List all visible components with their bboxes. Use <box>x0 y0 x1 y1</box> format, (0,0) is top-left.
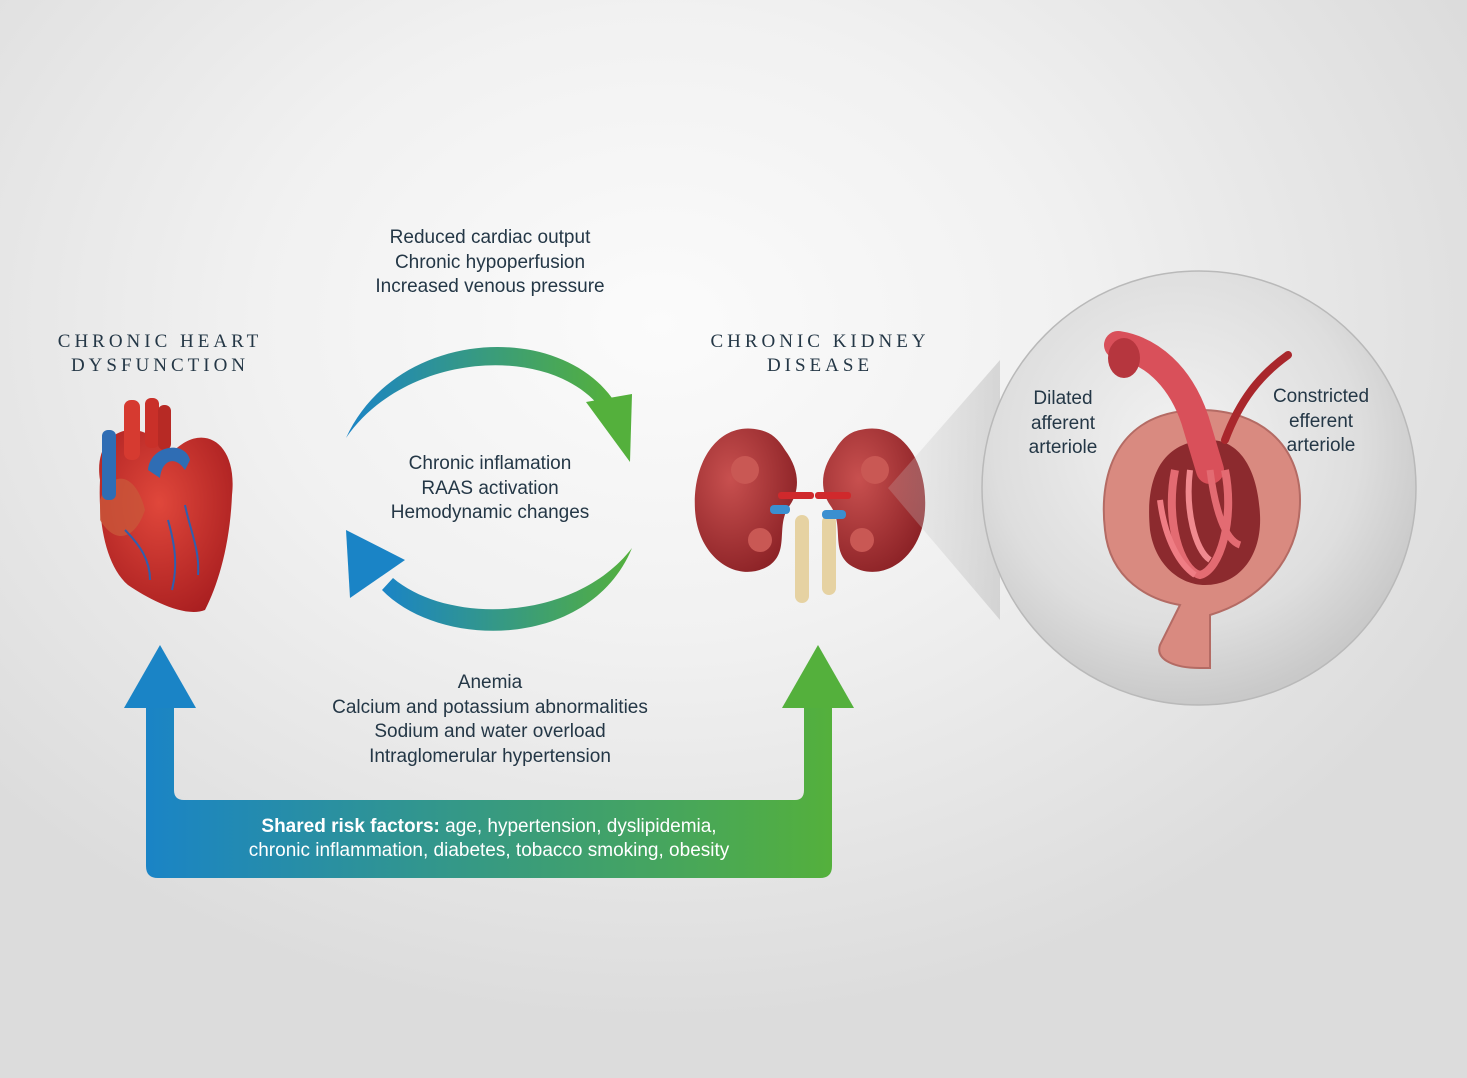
kidney-title-line1: CHRONIC KIDNEY <box>710 331 930 352</box>
top-effect-item: Increased venous pressure <box>375 276 605 297</box>
shared-risk-line1: age, hypertension, dyslipidemia, <box>439 816 717 837</box>
efferent-label-line: arteriole <box>1286 435 1356 456</box>
bottom-cycle-arrow <box>346 530 632 631</box>
shared-risk-label: Shared risk factors: <box>261 816 440 837</box>
heart-title-line2: DYSFUNCTION <box>70 355 250 376</box>
bottom-effects: Anemia Calcium and potassium abnormaliti… <box>300 671 680 769</box>
center-effect-item: RAAS activation <box>421 477 559 499</box>
heart-title: CHRONIC HEART DYSFUNCTION <box>40 330 280 378</box>
shared-risk-line2: chronic inflammation, diabetes, tobacco … <box>248 840 730 861</box>
kidney-title-line2: DISEASE <box>766 355 874 376</box>
center-effects: Chronic inflamation RAAS activation Hemo… <box>350 452 630 526</box>
efferent-label-line: efferent <box>1288 410 1354 432</box>
bottom-effect-item: Calcium and potassium abnormalities <box>332 696 648 718</box>
afferent-label: Dilated afferent arteriole <box>1010 387 1116 461</box>
top-cycle-arrow <box>346 346 632 462</box>
bottom-effect-item: Intraglomerular hypertension <box>369 745 611 767</box>
heart-illustration <box>99 398 233 612</box>
heart-title-line1: CHRONIC HEART <box>57 331 263 352</box>
bottom-effect-item: Anemia <box>457 672 523 693</box>
top-effects: Reduced cardiac output Chronic hypoperfu… <box>330 226 650 300</box>
glomerulus-illustration <box>1102 331 1302 669</box>
bottom-effect-item: Sodium and water overload <box>374 721 606 742</box>
shared-risk-text: Shared risk factors: age, hypertension, … <box>174 815 804 863</box>
afferent-label-line: afferent <box>1030 412 1096 434</box>
efferent-label-line: Constricted <box>1272 386 1370 407</box>
shared-risk-arrow <box>124 645 854 878</box>
center-effect-item: Hemodynamic changes <box>390 502 590 523</box>
top-effect-item: Chronic hypoperfusion <box>394 251 586 273</box>
kidneys-illustration <box>694 428 926 603</box>
kidney-title: CHRONIC KIDNEY DISEASE <box>690 330 950 378</box>
afferent-label-line: Dilated <box>1033 388 1093 409</box>
center-effect-item: Chronic inflamation <box>408 453 572 474</box>
top-effect-item: Reduced cardiac output <box>389 227 591 248</box>
afferent-label-line: arteriole <box>1028 437 1098 458</box>
efferent-label: Constricted efferent arteriole <box>1260 385 1382 459</box>
